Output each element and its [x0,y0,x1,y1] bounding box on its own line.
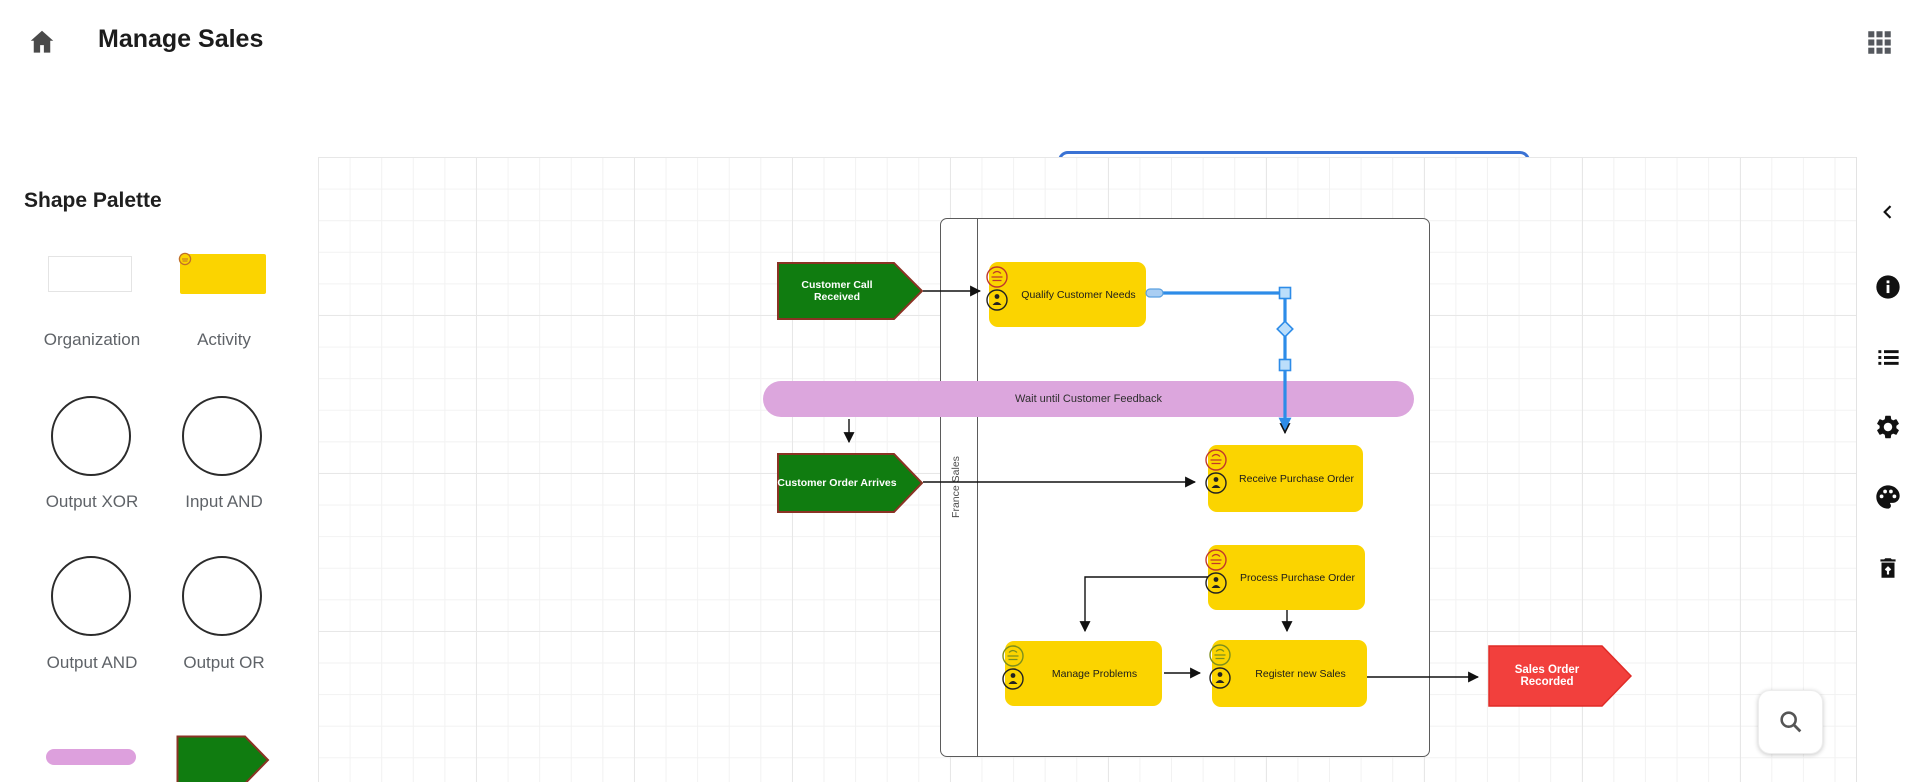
stadium-shape [46,749,136,765]
palette-icon [1876,485,1900,509]
circle-shape [182,396,262,476]
lane-header[interactable] [941,219,978,756]
node-label: Receive Purchase Order [1239,472,1354,485]
settings-button[interactable] [1871,410,1905,444]
node-manage-problems[interactable]: Manage Problems [1002,641,1162,706]
info-button[interactable] [1871,270,1905,304]
palette-label: Activity [197,330,251,349]
theme-palette-button[interactable] [1871,480,1905,514]
apps-grid-icon [1867,30,1891,54]
home-button[interactable] [24,24,60,60]
palette-label: Output XOR [45,492,139,511]
info-icon [1876,275,1900,299]
node-process-purchase-order[interactable]: Process Purchase Order [1205,545,1365,610]
app-header: Manage Sales [0,0,1920,81]
event-arrow-shape [777,262,924,320]
palette-label: Input AND [185,492,263,511]
zoom-search-button[interactable] [1758,690,1823,754]
block-arrow-shape [176,735,270,782]
palette-shape-event-arrow[interactable] [176,735,270,782]
palette-shape-input-and[interactable] [182,396,262,476]
node-label: Qualify Customer Needs [1021,288,1136,301]
node-register-new-sales[interactable]: Register new Sales [1209,640,1367,707]
home-icon [30,30,54,53]
node-customer-call-received[interactable]: Customer Call Received [777,262,924,320]
palette-shape-wait-bar[interactable] [46,749,136,765]
right-sidebar [1856,157,1920,782]
circle-shape [51,396,131,476]
lane-label: France Sales [950,456,962,518]
node-label: Process Purchase Order [1240,571,1355,584]
page-title: Manage Sales [98,25,264,53]
node-wait-until-customer-feedback[interactable]: Wait until Customer Feedback [763,381,1414,417]
palette-label: Output AND [46,653,138,672]
gear-icon [1877,415,1899,439]
shape-palette-title: Shape Palette [24,189,162,212]
palette-shape-output-xor[interactable] [51,396,131,476]
shape-palette-panel: Shape Palette Organization Activity Outp… [0,157,319,782]
node-label: Customer Call Received [801,279,873,303]
palette-shape-activity[interactable] [178,252,266,294]
magnifier-icon [1779,711,1801,733]
activity-badge-icon [178,252,192,266]
node-customer-order-arrives[interactable]: Customer Order Arrives [777,453,924,513]
main-toolbar: Direct Route [0,80,1920,235]
node-label: Sales Order Recorded [1514,664,1580,688]
trash-restore-button[interactable] [1871,551,1905,585]
circle-shape [51,556,131,636]
list-icon [1877,349,1899,365]
chevron-left-icon [1883,205,1892,219]
palette-shape-output-or[interactable] [182,556,262,636]
node-sales-order-recorded[interactable]: Sales Order Recorded [1488,645,1633,707]
list-button[interactable] [1871,340,1905,374]
node-receive-purchase-order[interactable]: Receive Purchase Order [1205,445,1363,512]
trash-restore-icon [1880,558,1896,578]
apps-grid-button[interactable] [1864,27,1894,57]
collapse-panel-button[interactable] [1871,195,1905,229]
organization-shape [48,256,132,292]
node-label: Register new Sales [1255,667,1346,680]
palette-shape-output-and[interactable] [51,556,131,636]
node-label: Manage Problems [1051,667,1138,680]
palette-label: Output OR [183,653,265,672]
palette-shape-organization[interactable] [48,256,132,292]
activity-annotation-icons [1002,645,1024,690]
activity-annotation-icons [1209,644,1231,689]
node-label: Customer Order Arrives [777,477,897,489]
node-qualify-customer-needs[interactable]: Qualify Customer Needs [986,262,1146,327]
circle-shape [182,556,262,636]
event-arrow-shape [1488,645,1633,707]
node-label: Wait until Customer Feedback [1015,393,1162,405]
event-arrow-shape [777,453,924,513]
palette-label: Organization [43,330,141,349]
activity-shape [178,252,266,294]
